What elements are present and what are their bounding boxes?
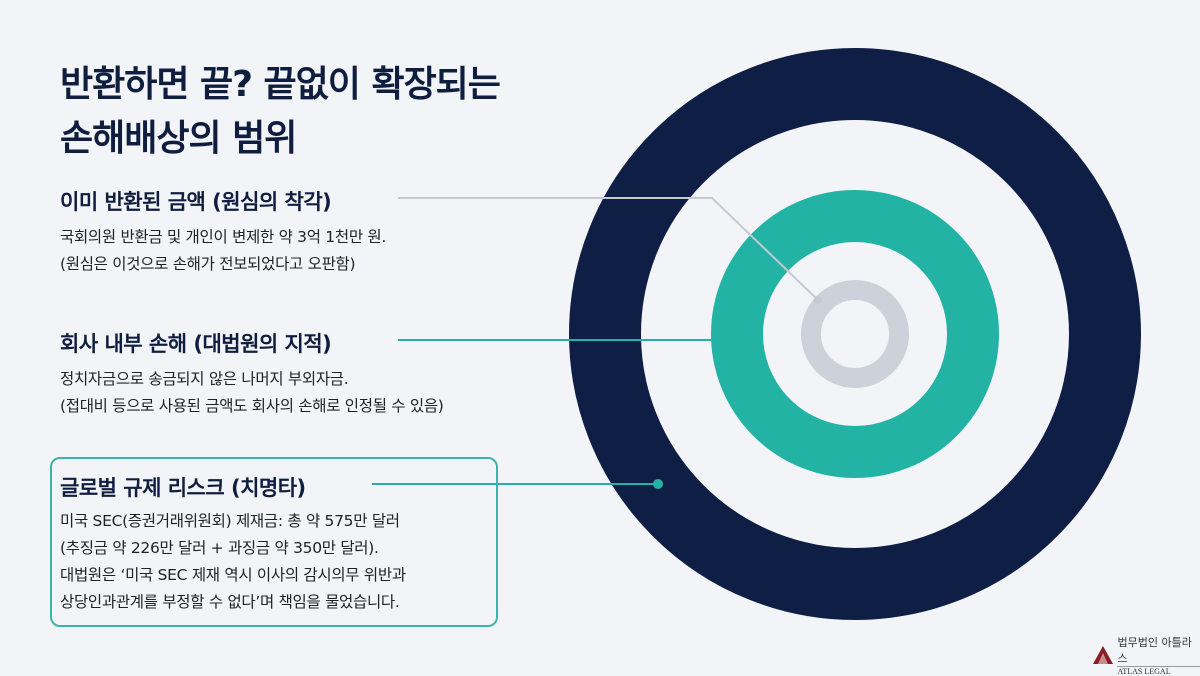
- section-text: 상당인과관계를 부정할 수 없다’며 책임을 물었습니다.: [60, 593, 400, 611]
- logo-korean: 법무법인 아틀라스: [1117, 636, 1192, 665]
- section-text: (원심은 이것으로 손해가 전보되었다고 오판함): [60, 255, 356, 273]
- connector-line-1: [398, 197, 819, 301]
- section-text: 미국 SEC(증권거래위원회) 제재금: 총 약 575만 달러: [60, 512, 400, 530]
- logo-english: ATLAS LEGAL: [1117, 666, 1200, 676]
- section-internal-loss: 회사 내부 손해 (대법원의 지적) 정치자금으로 송금되지 않은 나머지 부외…: [60, 328, 444, 420]
- inner-ring-returned-amount: [801, 280, 909, 388]
- section-text: 대법원은 ‘미국 SEC 제재 역시 이사의 감시의무 위반과: [60, 566, 406, 584]
- section-text: (추징금 약 226만 달러 + 과징금 약 350만 달러).: [60, 539, 379, 557]
- connector-dot-3: [653, 479, 663, 489]
- title-line-2: 손해배상의 범위: [60, 118, 297, 159]
- section-heading: 이미 반환된 금액 (원심의 착각): [60, 190, 332, 214]
- section-heading: 글로벌 규제 리스크 (치명타): [60, 476, 306, 500]
- section-returned-amount: 이미 반환된 금액 (원심의 착각) 국회의원 반환금 및 개인이 변제한 약 …: [60, 186, 386, 278]
- middle-ring-internal-loss: [711, 190, 999, 478]
- logo-mark-icon: [1093, 646, 1113, 664]
- section-text: 국회의원 반환금 및 개인이 변제한 약 3억 1천만 원.: [60, 228, 387, 246]
- section-text: (접대비 등으로 사용된 금액도 회사의 손해로 인정될 수 있음): [60, 397, 444, 415]
- section-heading: 회사 내부 손해 (대법원의 지적): [60, 332, 332, 356]
- section-text: 정치자금으로 송금되지 않은 나머지 부외자금.: [60, 370, 349, 388]
- outer-ring-global-risk: [569, 48, 1141, 620]
- title-line-1: 반환하면 끝? 끝없이 확장되는: [60, 64, 501, 105]
- page-title: 반환하면 끝? 끝없이 확장되는 손해배상의 범위: [60, 58, 501, 166]
- connector-dot-1: [814, 296, 822, 304]
- section-global-risk: 글로벌 규제 리스크 (치명타) 미국 SEC(증권거래위원회) 제재금: 총 …: [60, 472, 406, 616]
- highlight-box: [50, 457, 498, 627]
